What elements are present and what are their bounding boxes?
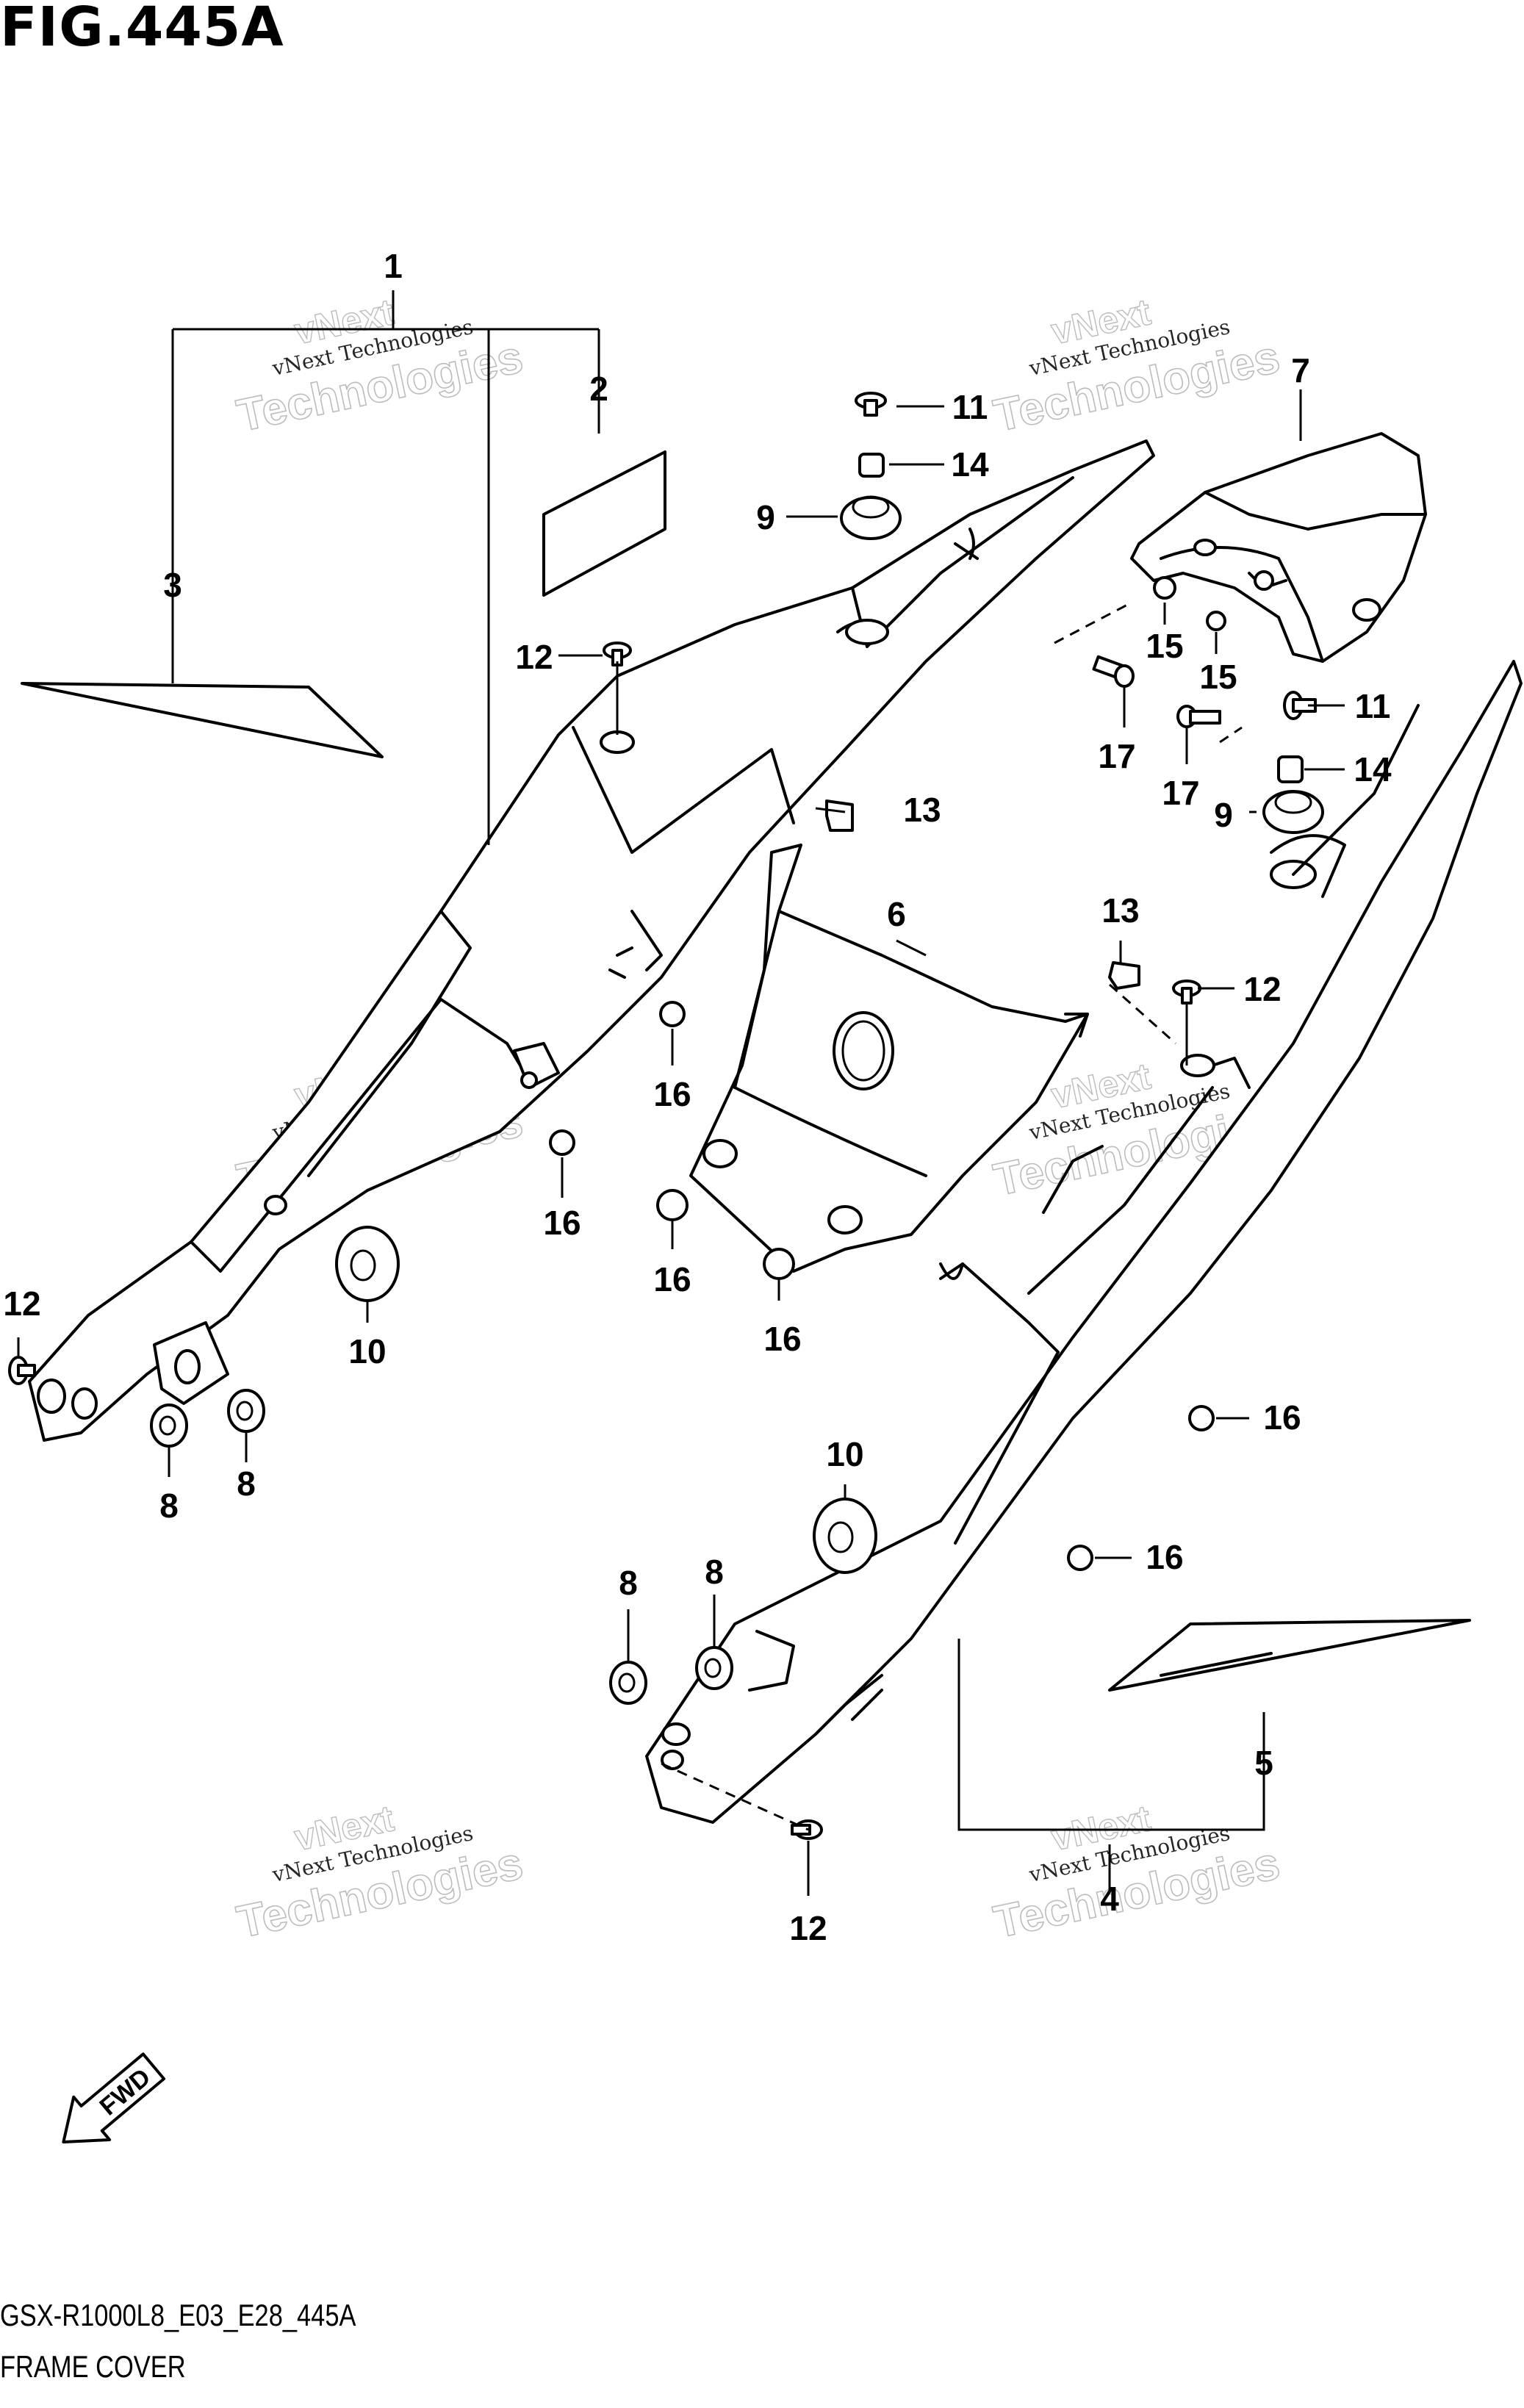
callout-8d: 8 xyxy=(705,1553,724,1591)
callout-9a: 9 xyxy=(756,498,775,536)
leader-lines xyxy=(17,290,1345,1896)
clip-15-b xyxy=(1206,611,1226,631)
callout-12b: 12 xyxy=(1243,970,1281,1008)
damper-8-a xyxy=(150,1404,188,1448)
callout-15b: 15 xyxy=(1199,658,1237,696)
left-frame-cover xyxy=(28,439,1155,1442)
damper-8-b xyxy=(227,1389,265,1433)
callout-2: 2 xyxy=(589,370,608,408)
callout-12c: 12 xyxy=(3,1284,40,1323)
screw-12-top xyxy=(603,641,632,666)
callout-5: 5 xyxy=(1254,1744,1273,1782)
callout-16b: 16 xyxy=(543,1204,581,1242)
figure-title: FIG.445A xyxy=(0,0,284,59)
clip-16-f xyxy=(1067,1545,1093,1571)
tail-cover xyxy=(1130,432,1427,663)
grommet-10-right xyxy=(813,1498,877,1574)
callout-15a: 15 xyxy=(1146,627,1183,665)
callout-16a: 16 xyxy=(653,1075,691,1113)
right-frame-cover xyxy=(645,660,1523,1824)
collar-14-right xyxy=(1277,755,1304,783)
nut-13-a xyxy=(825,799,854,832)
callout-14a: 14 xyxy=(951,445,989,484)
clip-16-c xyxy=(656,1189,689,1221)
callout-16d: 16 xyxy=(763,1320,801,1358)
callout-16e: 16 xyxy=(1263,1398,1301,1437)
callout-1: 1 xyxy=(384,247,403,285)
callout-17a: 17 xyxy=(1098,737,1135,775)
decal-3 xyxy=(21,682,384,758)
fwd-arrow: FWD xyxy=(62,2052,166,2143)
damper-8-d xyxy=(695,1646,733,1690)
callout-9b: 9 xyxy=(1214,796,1233,834)
damper-8-c xyxy=(609,1661,647,1705)
callout-12d: 12 xyxy=(789,1909,827,1947)
screw-12-right xyxy=(1172,980,1201,1004)
callout-16c: 16 xyxy=(653,1260,691,1298)
bolt-11-right xyxy=(1283,691,1317,720)
center-cover xyxy=(689,844,1089,1273)
callout-10b: 10 xyxy=(826,1435,863,1473)
callout-4: 4 xyxy=(1100,1880,1119,1918)
clip-16-e xyxy=(1188,1405,1215,1431)
callout-12a: 12 xyxy=(515,638,553,676)
callout-13b: 13 xyxy=(1101,891,1139,930)
decal-2 xyxy=(542,450,666,597)
callout-8b: 8 xyxy=(237,1464,256,1503)
bolt-17-a xyxy=(1092,655,1135,688)
callout-13a: 13 xyxy=(903,791,941,829)
diagram-name: FRAME COVER xyxy=(0,2349,186,2384)
bolt-17-b xyxy=(1176,705,1221,728)
callout-16f: 16 xyxy=(1146,1538,1183,1576)
nut-13-b xyxy=(1108,961,1140,990)
decal-5-inner-line xyxy=(1160,1652,1273,1677)
callout-3: 3 xyxy=(163,566,182,604)
screw-12-left xyxy=(8,1356,36,1385)
decal-5 xyxy=(1108,1619,1471,1692)
callouts: 1 2 3 4 5 6 7 8 8 8 8 9 9 10 10 11 11 12… xyxy=(3,247,1392,1947)
callout-8c: 8 xyxy=(619,1564,638,1602)
callout-8a: 8 xyxy=(159,1487,179,1525)
callout-17b: 17 xyxy=(1162,774,1199,812)
callout-6: 6 xyxy=(887,895,906,933)
clip-16-d xyxy=(763,1248,795,1280)
grommet-10-left xyxy=(335,1226,400,1302)
clip-16-a xyxy=(659,1001,686,1027)
collar-14-top xyxy=(858,453,885,478)
callout-11a: 11 xyxy=(952,388,988,426)
callout-11b: 11 xyxy=(1355,687,1391,725)
diagram-code: GSX-R1000L8_E03_E28_445A xyxy=(0,2298,356,2332)
callout-14b: 14 xyxy=(1354,750,1392,788)
hardware xyxy=(8,392,1324,1840)
clip-16-b xyxy=(549,1129,575,1156)
callout-7: 7 xyxy=(1291,351,1310,389)
callout-10a: 10 xyxy=(348,1332,386,1370)
clip-15-a xyxy=(1153,576,1176,600)
grommet-9-top xyxy=(840,495,902,540)
grommet-9-right xyxy=(1262,790,1324,834)
bolt-11-top xyxy=(855,392,887,417)
